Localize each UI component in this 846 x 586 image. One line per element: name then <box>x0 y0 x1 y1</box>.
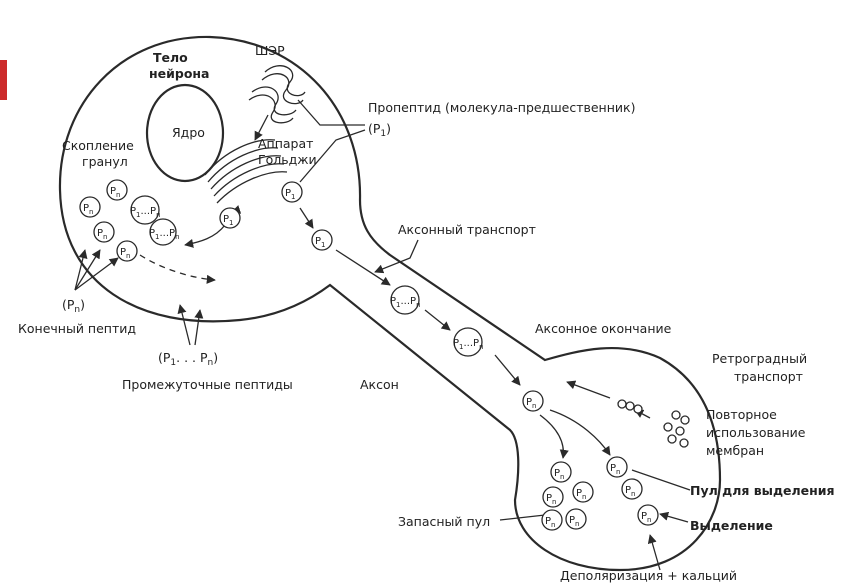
vesicle-pn: Pn <box>566 509 586 529</box>
arrow-retrograde <box>567 382 610 398</box>
leader-final-peptide-2 <box>75 250 100 290</box>
vesicle-p1: P1 <box>220 208 240 228</box>
label-release-pool: Пул для выделения <box>690 483 835 498</box>
vesicle-pn: Pn <box>551 462 571 482</box>
arrow-dashed-processing <box>140 255 215 280</box>
arrow-axon-1 <box>300 208 313 228</box>
leader-propeptide <box>298 100 365 125</box>
edge-red-mark <box>0 60 7 100</box>
leader-release <box>660 514 688 522</box>
label-p1: (P1) <box>368 121 391 139</box>
label-golgi-1: Аппарат <box>258 136 313 151</box>
label-release: Выделение <box>690 518 773 533</box>
vesicle-pn: Pn <box>622 479 642 499</box>
label-membrane-reuse-1: Повторное <box>706 407 777 422</box>
label-neuron-body-1: Тело <box>153 50 188 65</box>
label-neuron-body-2: нейрона <box>149 66 209 81</box>
vesicle-p1-pn: P1...Pn <box>390 286 421 314</box>
arrow-axon-2 <box>336 250 390 285</box>
vesicle-pn: Pn <box>80 197 100 217</box>
vesicle-p1-pn: P1...Pn <box>453 328 484 356</box>
label-intermediate-peptides: Промежуточные пептиды <box>122 377 293 392</box>
arrow-to-reserve <box>540 415 563 458</box>
vesicle-p1-pn: P1...Pn <box>130 196 161 224</box>
label-granules-1: Скопление <box>62 138 134 153</box>
arrow-axon-3 <box>425 310 450 330</box>
vesicle-p1: P1 <box>282 182 302 202</box>
label-axonal-transport: Аксонный транспорт <box>398 222 536 237</box>
label-reserve-pool: Запасный пул <box>398 514 490 529</box>
leader-intermediate-1 <box>180 305 190 345</box>
vesicle-pn: Pn <box>523 391 543 411</box>
label-axon: Аксон <box>360 377 399 392</box>
vesicle-pn: Pn <box>117 241 137 261</box>
label-membrane-reuse-2: использование <box>706 425 806 440</box>
label-intermediate-formula: (P1. . . Pn) <box>158 350 218 368</box>
label-pn-paren: (Pn) <box>62 297 85 315</box>
label-propeptide: Пропептид (молекула-предшественник) <box>368 100 635 115</box>
label-membrane-reuse-3: мембран <box>706 443 764 458</box>
arrow-to-release-pool <box>550 410 610 455</box>
vesicle-pn: Pn <box>107 180 127 200</box>
label-retrograde-2: транспорт <box>734 369 803 384</box>
vesicle-pn-fusing: Pn <box>638 505 658 525</box>
recycled-membrane-vesicles <box>618 400 689 447</box>
er-structure <box>249 66 305 123</box>
leader-axonal-transport <box>375 240 418 272</box>
label-nucleus: Ядро <box>172 125 205 140</box>
label-golgi-2: Гольджи <box>258 152 317 167</box>
label-final-peptide: Конечный пептид <box>18 321 136 336</box>
vesicle-pn: Pn <box>573 482 593 502</box>
leader-reserve-pool <box>500 515 545 520</box>
label-granules-2: гранул <box>82 154 128 169</box>
leader-intermediate-2 <box>195 310 200 345</box>
label-depolarization: Деполяризация + кальций <box>560 568 737 583</box>
vesicle-pn: Pn <box>542 510 562 530</box>
arrow-axon-4 <box>495 355 520 385</box>
vesicle-p1-pn: P1...Pn <box>149 219 180 245</box>
vesicle-pn: Pn <box>607 457 627 477</box>
vesicle-pn: Pn <box>94 222 114 242</box>
vesicle-p1: P1 <box>312 230 332 250</box>
label-retrograde-1: Ретроградный <box>712 351 807 366</box>
vesicle-pn: Pn <box>543 487 563 507</box>
label-axon-terminal: Аксонное окончание <box>535 321 672 336</box>
arrow-p1-to-granules <box>185 225 225 245</box>
label-er: ШЭР <box>255 43 285 58</box>
